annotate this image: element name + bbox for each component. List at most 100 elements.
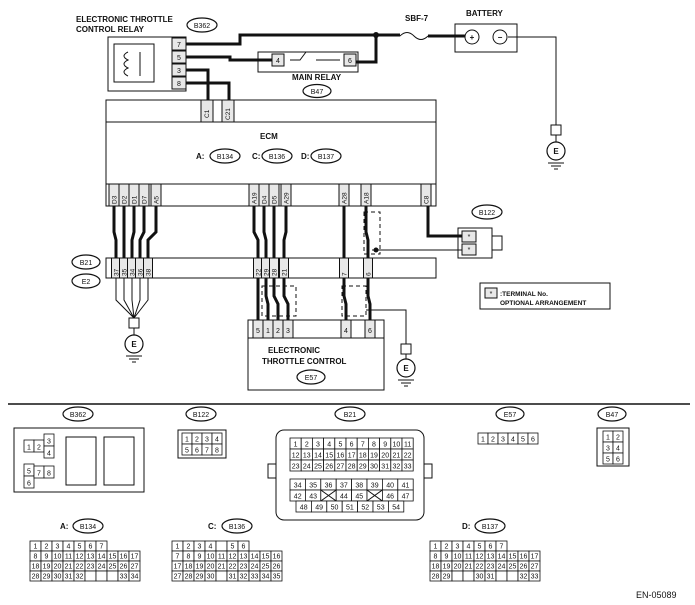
- b21-cell-23-label: 23: [292, 464, 300, 471]
- e57-cell-4-label: 4: [511, 437, 515, 444]
- b134-cell-0-2-label: 3: [56, 544, 60, 551]
- svg-text:D:: D:: [462, 522, 470, 531]
- b136-cell-0-6-label: 6: [242, 544, 246, 551]
- b136-cell-0-5-label: 5: [231, 544, 235, 551]
- battery-box: [454, 23, 518, 53]
- b122-cell-4-label: 4: [215, 437, 219, 444]
- b21-cell-c1-label: 49: [315, 505, 323, 512]
- b21-pin-label-35: 35: [122, 268, 129, 276]
- b136-cell-1-7-label: 14: [251, 554, 259, 561]
- wire-main-relay-6: [356, 35, 378, 64]
- shield-etc-motor: [261, 285, 297, 317]
- etc-pin-label-1: 1: [266, 328, 270, 335]
- ecm-pin-label-d4: D4: [262, 195, 269, 204]
- b134-cell-1-4-label: 12: [76, 554, 84, 561]
- b136-cell-3-0-label: 27: [174, 574, 182, 581]
- b136-cell-2-3-label: 20: [207, 564, 215, 571]
- b136-cell-3-8-label: 34: [262, 574, 270, 581]
- b21-cell-c5-label: 53: [377, 505, 385, 512]
- view-b122-badge: [185, 406, 217, 422]
- b21-cell-b7: [397, 489, 414, 502]
- b362-cell-4: [43, 445, 55, 459]
- ecm-pin-label-d3: D3: [112, 195, 119, 204]
- b21-cell-a7-label: 41: [402, 483, 410, 490]
- b21-cell-a2-label: 36: [325, 483, 333, 490]
- b137-cell-0-5-label: 6: [489, 544, 493, 551]
- b47-cell-5-label: 5: [606, 457, 610, 464]
- view-e57-badge: [495, 406, 525, 422]
- b134-cell-3-2-label: 30: [54, 574, 62, 581]
- b134-cell-2-7-label: 25: [109, 564, 117, 571]
- b21-cell-33: [401, 459, 414, 472]
- svg-text:C:: C:: [208, 522, 216, 531]
- e57-cell-6-label: 6: [531, 437, 535, 444]
- svg-text:E: E: [553, 147, 559, 156]
- ecm-pin-c8: [420, 183, 432, 207]
- e57-cell-1-label: 1: [481, 437, 485, 444]
- b21-cell-6-label: 6: [350, 442, 354, 449]
- b134-cell-2-0-label: 18: [32, 564, 40, 571]
- b362-cell-5-label: 5: [27, 469, 31, 476]
- relay-title-line2: CONTROL RELAY: [76, 25, 145, 34]
- battery-ground-tab: [550, 124, 562, 136]
- ground-right-icon: [398, 354, 414, 387]
- b21-pin-label-22: 22: [256, 268, 263, 276]
- ground-bundle-wires: [115, 278, 149, 319]
- b21-cell-c3-label: 51: [346, 505, 354, 512]
- b21-pin-label-29: 29: [264, 268, 271, 276]
- relay-title-line1: ELECTRONIC THROTTLE: [76, 15, 174, 24]
- b134-cell-0-4-label: 5: [78, 544, 82, 551]
- e2-badge: [71, 273, 101, 289]
- view-b134-badge: [72, 518, 104, 534]
- b21-cell-30-label: 30: [370, 464, 378, 471]
- wire-b21-etc-4: [342, 278, 348, 320]
- wire-b21-etc-5: [366, 278, 372, 320]
- etc-title-line1: ELECTRONIC: [268, 346, 320, 355]
- svg-text:D:: D:: [301, 152, 309, 161]
- b21-cell-b1-label: 43: [309, 494, 317, 501]
- b21-cell-b0-label: 42: [294, 494, 302, 501]
- b137-cell-2-5-label: 23: [487, 564, 495, 571]
- b21-pin-label-38: 38: [146, 268, 153, 276]
- b21-cell-31-label: 31: [381, 464, 389, 471]
- ground-left-icon: [126, 328, 142, 363]
- ecm-pin-label-a28: A28: [342, 192, 349, 204]
- b137-cell-3-0-label: 28: [432, 574, 440, 581]
- svg-text:B136: B136: [269, 154, 285, 161]
- ecm-pin-label-a19: A19: [252, 192, 259, 204]
- b21-cell-a3-label: 37: [340, 483, 348, 490]
- battery-title: BATTERY: [466, 9, 504, 18]
- b47-cell-1-label: 1: [606, 435, 610, 442]
- b21-cell-9-label: 9: [383, 442, 387, 449]
- wire-ecm-b21-5: [252, 206, 260, 258]
- svg-text:*: *: [468, 234, 471, 241]
- b137-cell-3-2: [451, 570, 464, 582]
- b136-cell-3-3-label: 30: [207, 574, 215, 581]
- b362-cell-1-label: 1: [27, 445, 31, 452]
- wire-junction: [373, 32, 379, 38]
- b134-cell-2-9-label: 27: [131, 564, 139, 571]
- b137-cell-0-2-label: 3: [456, 544, 460, 551]
- b21-cell-3-label: 3: [316, 442, 320, 449]
- shield-ecm-b21: [363, 211, 381, 255]
- svg-text:A:: A:: [196, 152, 204, 161]
- b362-cell-6-label: 6: [27, 481, 31, 488]
- b137-cell-2-9-label: 27: [531, 564, 539, 571]
- b136-cell-2-4-label: 21: [218, 564, 226, 571]
- b137-cell-3-9: [528, 570, 541, 582]
- wire-ecm-b21-4: [146, 206, 158, 258]
- b122-cell-5-label: 5: [185, 448, 189, 455]
- ecm-conn-d-badge: [310, 148, 342, 164]
- relay-connector-badge: [186, 17, 218, 33]
- b137-cell-3-5-label: 31: [487, 574, 495, 581]
- b21-cell-13-label: 13: [303, 453, 311, 460]
- b21-pin-label-34: 34: [130, 268, 137, 276]
- ecm-pin-label-a5: A5: [154, 196, 161, 204]
- b137-cell-2-7-label: 25: [509, 564, 517, 571]
- b122-cell-3-label: 3: [205, 437, 209, 444]
- b137-cell-1-6-label: 14: [498, 554, 506, 561]
